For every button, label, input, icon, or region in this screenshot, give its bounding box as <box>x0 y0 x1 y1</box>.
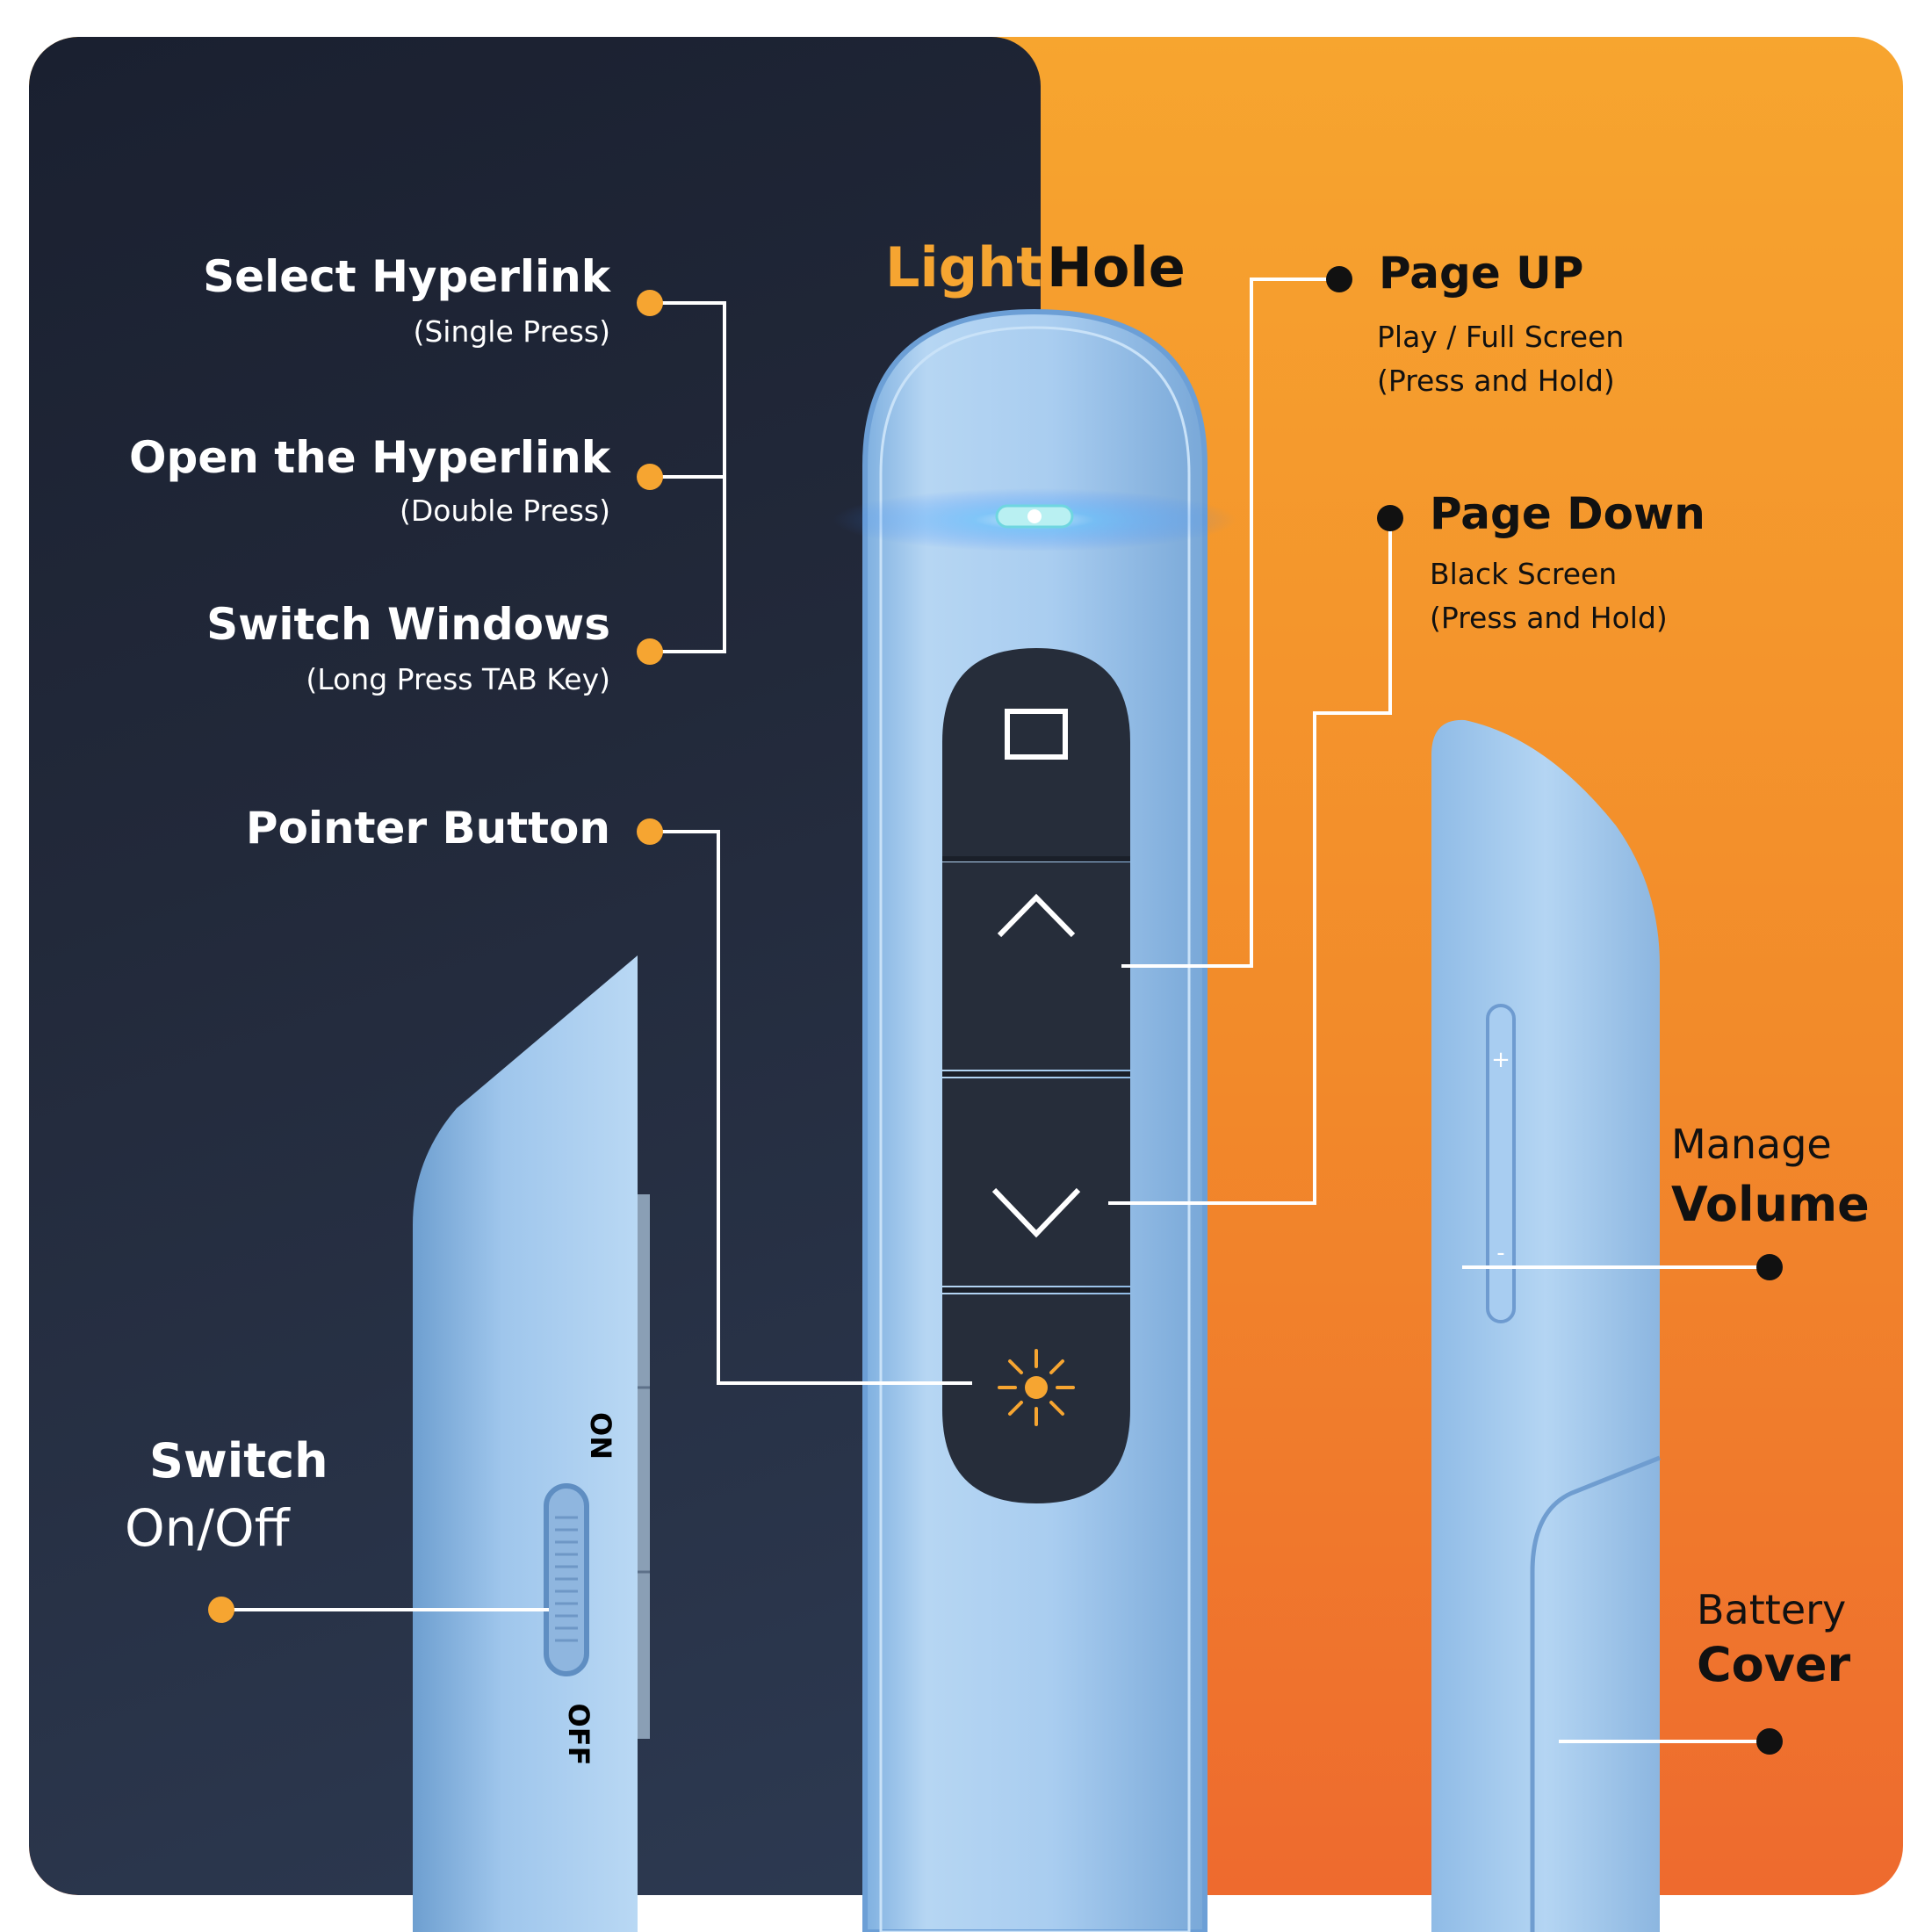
volume-rocker[interactable] <box>1486 1004 1516 1323</box>
header-hole-word: Hole <box>1047 235 1186 299</box>
volume-label-line2: Volume <box>1671 1177 1870 1232</box>
battery-label-line2: Cover <box>1697 1637 1851 1692</box>
open-hyperlink-title: Open the Hyperlink <box>129 432 610 483</box>
volume-dot <box>1756 1254 1783 1280</box>
page-up-title: Page UP <box>1379 248 1584 299</box>
left-callout-lines <box>221 301 972 1611</box>
header-light-word: Light <box>885 235 1042 299</box>
page-up-button[interactable] <box>942 862 1130 1070</box>
switch-on-mark: ON <box>584 1412 617 1460</box>
laser-pointer-icon <box>998 1349 1075 1426</box>
switch-off-mark: OFF <box>562 1704 595 1766</box>
page-down-button[interactable] <box>942 1078 1130 1286</box>
open-hyperlink-dot <box>637 464 663 490</box>
switch-label-line2: On/Off <box>125 1498 290 1558</box>
pointer-button-dot <box>637 818 663 845</box>
page-up-line1: Play / Full Screen <box>1377 320 1625 354</box>
battery-label-line1: Battery <box>1697 1586 1847 1633</box>
select-hyperlink-subtitle: (Single Press) <box>413 314 610 349</box>
page-down-line2: (Press and Hold) <box>1430 601 1668 635</box>
open-hyperlink-subtitle: (Double Press) <box>399 494 610 528</box>
switch-onoff-dot <box>208 1597 234 1623</box>
stop-screen-icon <box>1005 709 1068 760</box>
pointer-button-title: Pointer Button <box>245 803 610 854</box>
page-up-line2: (Press and Hold) <box>1377 364 1615 398</box>
switch-windows-subtitle: (Long Press TAB Key) <box>306 662 610 696</box>
right-side-device: + - <box>1431 719 1661 1932</box>
page-down-dot <box>1377 505 1403 531</box>
page-down-title: Page Down <box>1430 488 1705 539</box>
chevron-down-icon <box>991 1187 1081 1238</box>
switch-windows-dot <box>637 638 663 665</box>
page-down-line1: Black Screen <box>1430 557 1618 591</box>
battery-dot <box>1756 1728 1783 1755</box>
left-side-device: ON OFF <box>413 955 650 1932</box>
select-hyperlink-title: Select Hyperlink <box>203 251 610 302</box>
right-callout-lines <box>1108 278 1770 1743</box>
volume-plus-mark: + <box>1491 1047 1510 1073</box>
chevron-up-icon <box>997 893 1076 938</box>
black-screen-button[interactable] <box>942 648 1130 856</box>
switch-windows-title: Switch Windows <box>206 599 610 650</box>
volume-label-line1: Manage <box>1671 1121 1832 1168</box>
button-strip <box>942 648 1130 1503</box>
page-up-dot <box>1326 266 1352 292</box>
select-hyperlink-dot <box>637 290 663 316</box>
switch-label-line1: Switch <box>149 1433 328 1489</box>
volume-minus-mark: - <box>1496 1240 1504 1266</box>
